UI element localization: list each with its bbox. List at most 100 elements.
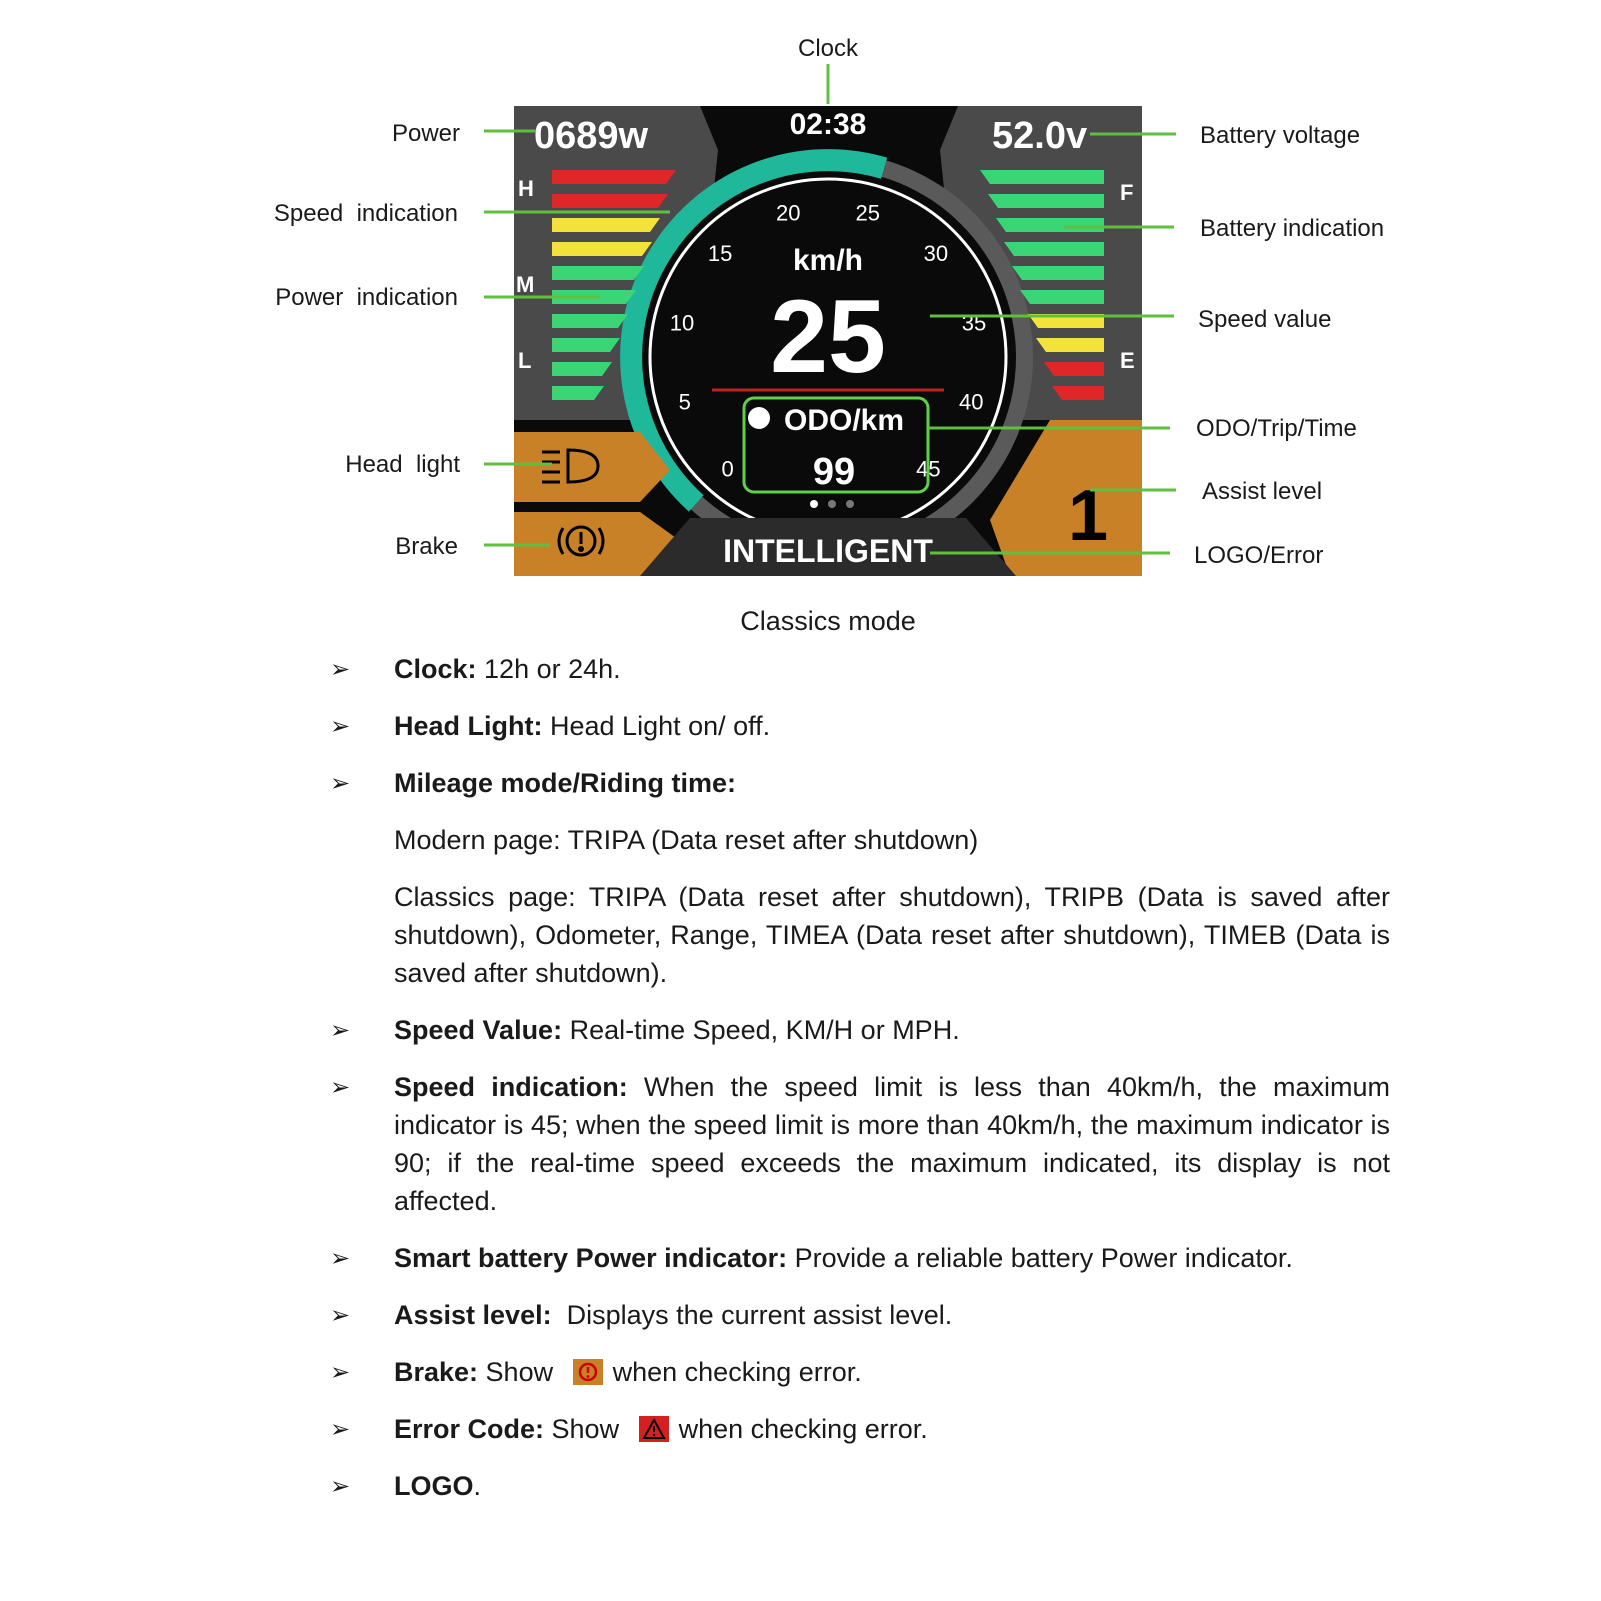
list-item-speed-value: ➢ Speed Value: Real-time Speed, KM/H or … [330,1011,1390,1049]
speed-tick-label: 0 [721,457,733,482]
mileage-modern-page: Modern page: TRIPA (Data reset after shu… [394,825,979,855]
item-text: when checking error. [612,1357,862,1387]
battery-bar [1012,266,1104,280]
speed-tick-label: 15 [708,241,732,266]
list-item-brake: ➢ Brake: Show when checking error. [330,1353,1390,1391]
battery-mark-f: F [1120,180,1133,205]
item-text: When the speed limit is less than 40km/h… [394,1072,1390,1216]
error-warning-icon [638,1416,669,1442]
power-bar [552,386,604,400]
speed-tick-label: 40 [959,390,983,415]
label-battery-voltage: Battery voltage [1200,122,1360,149]
item-text: . [473,1471,482,1501]
list-item-clock: ➢ Clock: 12h or 24h. [330,650,1390,688]
odo-value: 99 [813,451,855,493]
list-item-error-code: ➢ Error Code: Show when checking error. [330,1410,1390,1448]
label-battery-indication: Battery indication [1200,215,1384,242]
power-bar [552,218,660,232]
label-clock: Clock [798,35,859,62]
item-title: Speed Value: [394,1015,563,1045]
battery-bar [1044,362,1104,376]
item-text: Provide a reliable battery Power indicat… [787,1243,1293,1273]
battery-bar [1052,386,1104,400]
voltage-readout: 52.0v [992,115,1087,157]
bullet-arrow-icon: ➢ [330,712,351,740]
item-text: Head Light on/ off. [542,711,771,741]
item-title: Brake: [394,1357,479,1387]
power-bar [552,266,644,280]
item-title: LOGO [394,1471,474,1501]
bullet-arrow-icon: ➢ [330,769,351,797]
item-title: Mileage mode/Riding time: [394,768,737,798]
power-mark-h: H [518,176,534,201]
odo-label: ODO/km [784,404,904,437]
item-title: Speed indication: [394,1072,628,1102]
power-readout: 0689w [534,115,649,157]
mileage-classics-page: Classics page: TRIPA (Data reset after s… [394,882,1390,988]
figure-caption: Classics mode [740,606,916,636]
bullet-arrow-icon: ➢ [330,655,351,683]
bullet-arrow-icon: ➢ [330,1073,351,1101]
list-item-speed-indication: ➢ Speed indication: When the speed limit… [330,1068,1390,1220]
item-text: 12h or 24h. [476,654,621,684]
battery-bar [1004,242,1104,256]
logo-text: INTELLIGENT [723,533,933,569]
list-item-battery-indicator: ➢ Smart battery Power indicator: Provide… [330,1239,1390,1277]
bullet-arrow-icon: ➢ [330,1244,351,1272]
bullet-arrow-icon: ➢ [330,1358,351,1386]
power-bar [552,338,620,352]
speed-tick-label: 5 [679,390,691,415]
battery-bar [988,194,1104,208]
battery-bar [1020,290,1104,304]
speed-unit: km/h [793,244,863,277]
item-text: when checking error. [678,1414,928,1444]
speed-tick-label: 35 [962,310,986,335]
power-bar [552,170,676,184]
label-head-light: Head light [345,451,460,478]
item-title: Assist level: [394,1300,552,1330]
speed-indication-arc [620,149,888,512]
bullet-arrow-icon: ➢ [330,1016,351,1044]
bullet-arrow-icon: ➢ [330,1415,351,1443]
bullet-arrow-icon: ➢ [330,1472,351,1500]
power-bar [552,314,628,328]
feature-list: ➢ Clock: 12h or 24h. ➢ Head Light: Head … [330,650,1390,1524]
label-brake: Brake [395,533,458,560]
speed-tick-label: 25 [855,200,879,225]
headlight-icon [542,448,600,484]
brake-icon [557,525,605,557]
item-title: Smart battery Power indicator: [394,1243,788,1273]
label-power: Power [392,120,460,147]
speed-value: 25 [770,279,886,395]
battery-bar [1036,338,1104,352]
item-text: Show [478,1357,554,1387]
power-mark-l: L [518,348,531,373]
item-title: Clock: [394,654,477,684]
speed-tick-label: 20 [776,200,800,225]
speed-tick-label: 30 [924,241,948,266]
item-text: Real-time Speed, KM/H or MPH. [562,1015,960,1045]
power-bar [552,362,612,376]
list-item-assist-level: ➢ Assist level: Displays the current ass… [330,1296,1390,1334]
assist-level-value: 1 [1068,476,1108,556]
speed-tick-label: 10 [670,310,694,335]
power-mark-m: M [516,272,534,297]
list-item-mileage: ➢ Mileage mode/Riding time: [330,764,1390,802]
label-power-indication: Power indication [275,284,458,311]
item-title: Head Light: [394,711,543,741]
leader-lines [484,64,1176,555]
odo-icon [748,407,770,429]
battery-mark-e: E [1120,348,1135,373]
power-bar [552,242,652,256]
label-speed-value: Speed value [1198,306,1331,333]
brake-warning-icon [572,1359,603,1385]
list-item-head-light: ➢ Head Light: Head Light on/ off. [330,707,1390,745]
label-odo-trip-time: ODO/Trip/Time [1196,415,1357,442]
item-title: Error Code: [394,1414,545,1444]
item-text: Displays the current assist level. [551,1300,953,1330]
odo-box [742,396,930,494]
list-item-logo: ➢ LOGO. [330,1467,1390,1505]
item-text: Show [544,1414,620,1444]
